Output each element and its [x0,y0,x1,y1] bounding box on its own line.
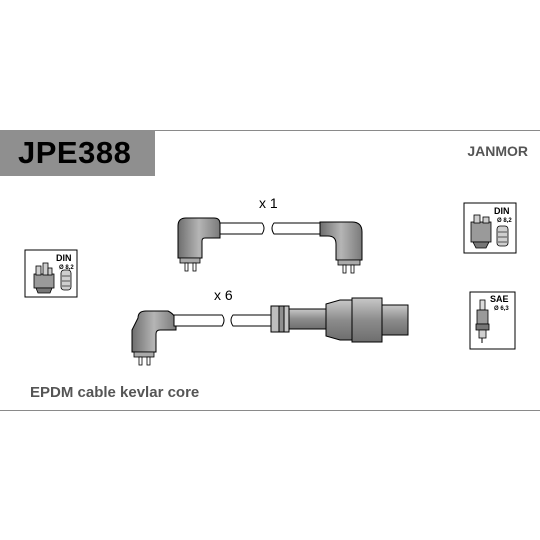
right-angled-boot [319,221,363,274]
quantity-label-six: x 6 [214,287,233,303]
ignition-coil-icon [470,214,492,249]
distributor-angled-boot [131,310,177,366]
left-angled-boot [177,217,221,272]
distributor-cap-icon [33,262,55,294]
straight-plug-boot [270,297,409,343]
cable-wire [173,314,273,327]
brand-name: JANMOR [467,143,528,159]
badge-standard-text: DIN [56,253,72,263]
coil-lead-single [177,217,363,274]
bottom-divider [0,410,540,411]
top-divider [0,130,540,131]
badge-diameter-text: Ø 8,2 [59,265,74,271]
material-description: EPDM cable kevlar core [30,384,200,401]
spark-plug-icon [475,299,490,343]
badge-diameter-text: Ø 6,3 [494,306,509,312]
sae-spark-plug-badge-right: SAE Ø 6,3 [469,291,516,350]
badge-standard-text: SAE [490,294,509,304]
terminal-connector-icon [60,269,72,291]
quantity-label-single: x 1 [259,195,278,211]
spark-plug-lead-six [131,297,409,366]
badge-diameter-text: Ø 8,2 [497,218,512,224]
badge-standard-text: DIN [494,206,510,216]
cable-wire [219,222,323,235]
din-distributor-badge-left: DIN Ø 8,2 [24,249,78,298]
terminal-connector-icon [496,225,509,247]
din-coil-badge-right: DIN Ø 8,2 [463,202,517,254]
part-number-label: JPE388 [0,130,155,176]
